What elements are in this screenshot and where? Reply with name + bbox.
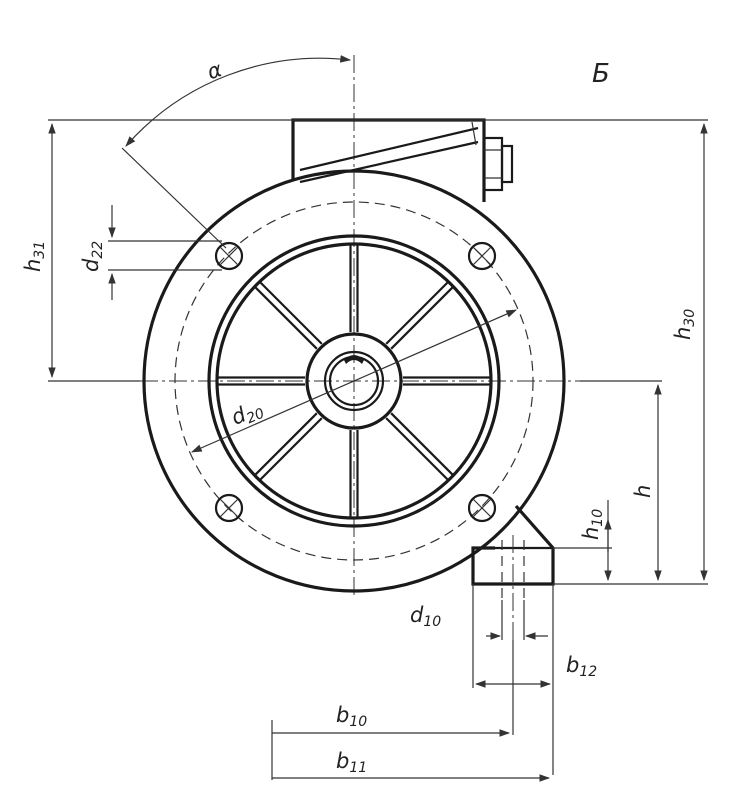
cable-gland [482,136,514,192]
label-d20: d20 [228,395,267,432]
bolt-circle [174,201,534,561]
label-h31: h31 [21,241,48,272]
label-d22: d22 [79,241,106,272]
bolt-hole-bottom-left [214,493,244,523]
label-b10: b10 [336,703,367,730]
grille-spoke-edge [254,286,318,350]
leader-alpha [121,147,227,249]
label-d10: d10 [410,603,441,630]
grille-spoke-edge [254,412,318,476]
grille-spoke-edge [259,281,323,345]
label-h30: h30 [671,309,698,340]
grille-spoke-edge [385,417,449,481]
grille-spoke-edge [385,281,449,345]
grille-spoke-edge [259,417,323,481]
terminal-box [291,118,486,202]
label-b11: b11 [336,749,367,776]
label-h10: h10 [579,509,606,540]
label-b12: b12 [566,653,597,680]
grille-spoke-edge [390,412,454,476]
mounting-foot [471,504,555,640]
label-h: h [631,485,655,498]
bolt-hole-top-right [467,241,497,271]
grille-spoke-edge [390,286,454,350]
view-label: Б [592,59,610,89]
dim-line-d20 [191,309,517,453]
flange-outer-circle [142,169,566,593]
bolt-hole-top-left [214,241,244,271]
label-alpha: α [204,57,225,84]
bolt-hole-bottom-right [467,493,497,523]
dim-arc-alpha [125,55,352,147]
